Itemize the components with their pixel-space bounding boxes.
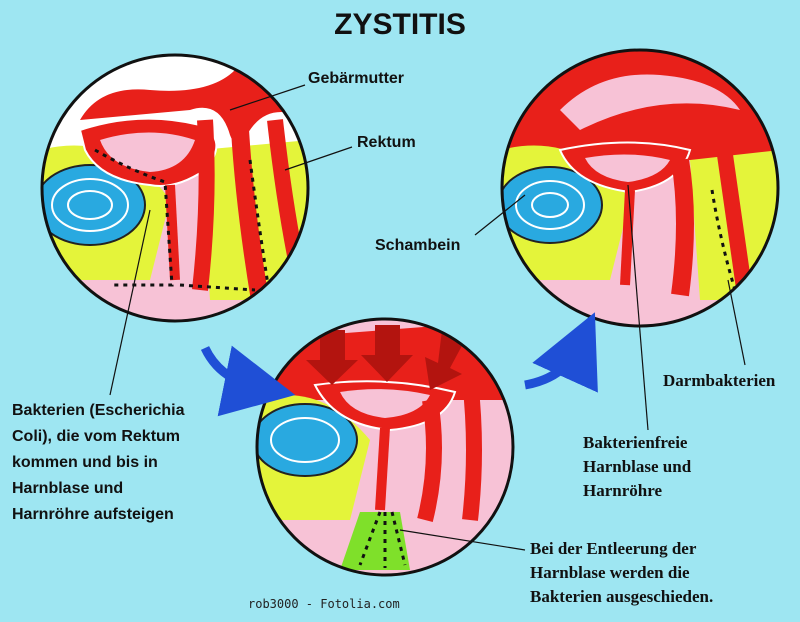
page-title: ZYSTITIS <box>0 8 800 42</box>
anatomy-circle-emptying <box>253 315 515 580</box>
flow-arrow-right <box>525 345 580 385</box>
flow-arrow-left <box>205 348 260 388</box>
anatomy-circle-infection <box>35 50 310 330</box>
label-rectum: Rektum <box>357 130 416 156</box>
label-bacteria-free: Bakterienfreie Harnblase und Harnröhre <box>583 431 691 503</box>
image-credit: rob3000 - Fotolia.com <box>248 597 400 611</box>
label-ecoli: Bakterien (Escherichia Coli), die vom Re… <box>12 398 185 528</box>
label-gut-bacteria: Darmbakterien <box>663 369 775 393</box>
label-pubic-bone: Schambein <box>375 233 460 259</box>
label-uterus: Gebärmutter <box>308 66 404 92</box>
anatomy-circle-clean <box>498 50 780 330</box>
label-emptying: Bei der Entleerung der Harnblase werden … <box>530 537 713 609</box>
